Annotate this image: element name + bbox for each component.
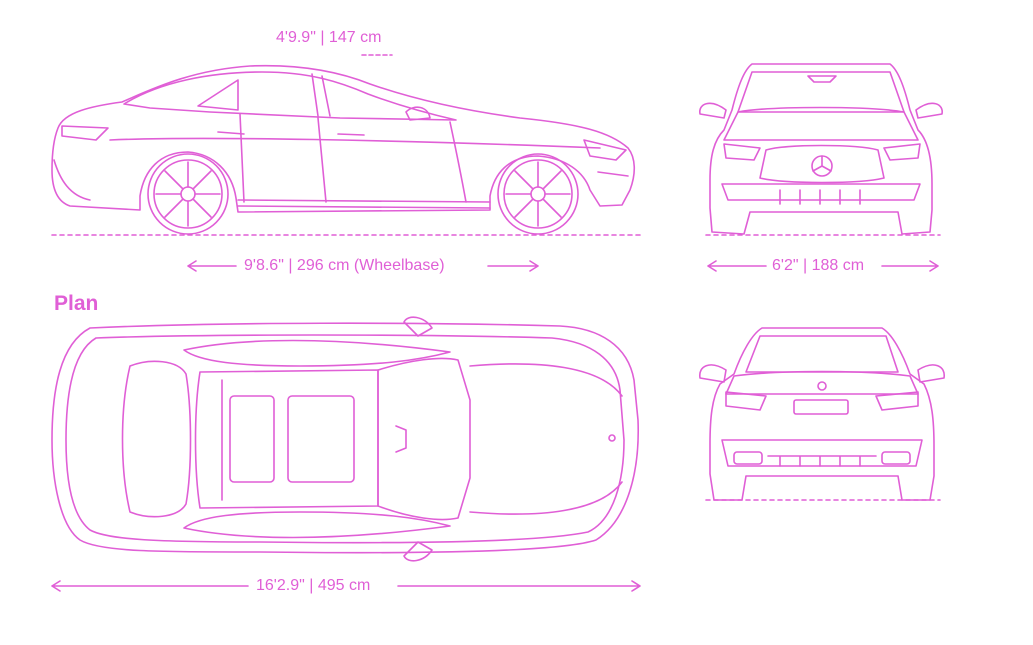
side-belt-line <box>109 137 601 149</box>
side-body-outline <box>51 64 636 213</box>
side-wheel-front <box>497 153 579 235</box>
plan-hood-emblem <box>608 434 616 442</box>
plan-hood-line-bottom <box>469 481 623 515</box>
side-view <box>51 54 643 272</box>
rear-diffuser <box>767 455 877 467</box>
width-label: 6'2" | 188 cm <box>772 257 865 274</box>
front-headlight-right <box>883 143 921 161</box>
plan-view <box>51 316 641 592</box>
rear-exhaust-right <box>881 451 911 465</box>
height-label: 4'9.9" | 147 cm <box>276 29 382 46</box>
plan-side-window-bottom <box>183 511 451 539</box>
front-windshield-inner <box>807 75 837 83</box>
plan-side-window-top <box>183 339 451 367</box>
plan-roof <box>194 369 379 509</box>
plan-rear-window <box>121 360 192 518</box>
side-window-pillar-b <box>311 73 319 117</box>
rear-license-plate <box>793 399 849 415</box>
wheelbase-arrow-left <box>187 260 237 272</box>
side-wheel-rear <box>147 153 229 235</box>
front-mirror-left <box>699 102 727 119</box>
plan-mirror-bottom <box>403 541 433 562</box>
front-star-lines <box>812 155 832 172</box>
rear-exhaust-left <box>733 451 763 465</box>
rear-star-logo <box>817 381 827 391</box>
front-headlight-left <box>723 143 761 161</box>
side-tail-light <box>61 125 109 141</box>
rear-tail-light-right <box>875 391 919 411</box>
plan-length-arrow-left <box>51 580 249 592</box>
side-head-light <box>583 139 627 161</box>
rear-trunk-lid <box>725 370 919 395</box>
side-door-rear <box>239 113 245 203</box>
front-view <box>699 63 943 272</box>
plan-mirror-top <box>403 316 433 337</box>
width-arrow-left <box>707 260 767 272</box>
plan-heading: Plan <box>54 292 99 315</box>
rear-window <box>745 335 899 373</box>
front-mirror-right <box>915 102 943 119</box>
width-arrow-right <box>881 260 939 272</box>
plan-windshield-wiper <box>395 425 407 453</box>
side-window-outline <box>123 71 457 121</box>
front-windshield <box>737 71 905 113</box>
plan-sunroof-rear <box>229 395 275 483</box>
rear-body-outline <box>709 327 935 501</box>
wheelbase-arrow-right <box>487 260 539 272</box>
side-sill-line-2 <box>237 205 491 209</box>
plan-windshield <box>377 357 471 521</box>
rear-mirror-left <box>699 364 727 383</box>
rear-mirror-right <box>917 364 945 383</box>
side-handle-front <box>337 133 365 136</box>
plan-body-outline <box>51 322 640 554</box>
plan-hood-line-top <box>469 363 623 397</box>
side-rear-bumper <box>53 159 91 201</box>
side-door-front-edge <box>449 121 467 203</box>
front-bumper <box>721 183 921 201</box>
side-rear-window <box>197 79 239 111</box>
side-mirror <box>405 106 431 121</box>
rear-bumper <box>721 439 923 467</box>
side-front-bumper <box>597 171 629 177</box>
side-window-pillar-a <box>321 75 331 117</box>
side-sill-line <box>237 199 491 203</box>
length-label: 16'2.9" | 495 cm <box>256 577 371 594</box>
front-grille <box>759 144 885 184</box>
rear-view <box>699 327 945 501</box>
side-handle-rear <box>217 131 245 135</box>
plan-length-arrow-right <box>397 580 641 592</box>
plan-sunroof-front <box>287 395 355 483</box>
wheelbase-label: 9'8.6" | 296 cm (Wheelbase) <box>244 257 445 274</box>
front-bumper-slots <box>779 189 861 205</box>
front-body-outline <box>709 63 933 235</box>
plan-body-inner <box>65 334 625 544</box>
front-hood <box>723 106 919 141</box>
rear-tail-light-left <box>725 391 767 411</box>
side-door-front <box>317 117 327 203</box>
